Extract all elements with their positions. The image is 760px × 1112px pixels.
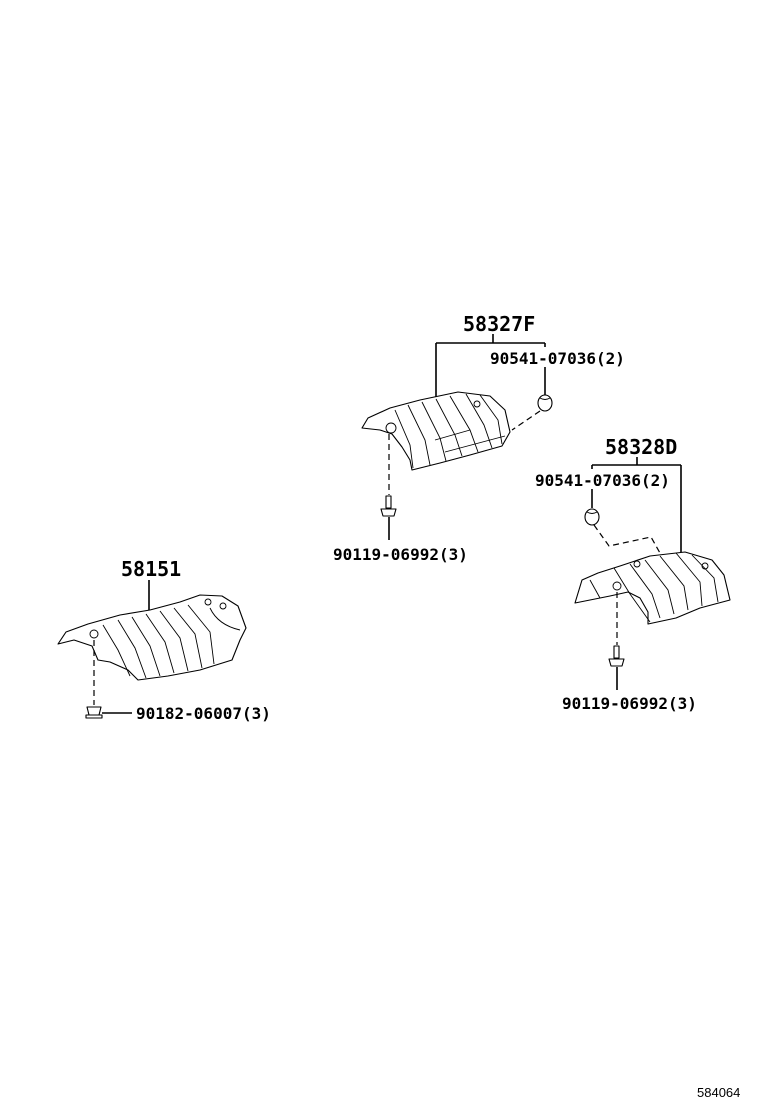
- part-label-90119-06992-a[interactable]: 90119-06992(3): [333, 545, 468, 564]
- grommet-icon[interactable]: [537, 394, 553, 412]
- bolt-icon[interactable]: [608, 645, 625, 667]
- part-label-58327F[interactable]: 58327F: [463, 312, 535, 336]
- heat-shield-58327F[interactable]: [361, 391, 511, 471]
- grommet-icon[interactable]: [584, 508, 600, 526]
- leader-58327F: [435, 334, 546, 398]
- dashed-guide: [593, 524, 661, 554]
- heat-shield-58328D[interactable]: [574, 551, 731, 625]
- part-group-58151: 58151 90182-06007(3): [57, 557, 271, 723]
- heat-shield-58151[interactable]: [57, 594, 247, 681]
- part-group-58328D: 58328D 90541-07036(2) 90119-0: [535, 435, 731, 713]
- bolt-icon[interactable]: [380, 495, 397, 517]
- part-group-58327F: 58327F 90541-07036(2): [333, 312, 625, 564]
- part-label-58328D[interactable]: 58328D: [605, 435, 677, 459]
- dashed-guide: [511, 410, 541, 431]
- nut-icon[interactable]: [85, 706, 103, 719]
- part-label-90182-06007[interactable]: 90182-06007(3): [136, 704, 271, 723]
- part-label-90119-06992-b[interactable]: 90119-06992(3): [562, 694, 697, 713]
- leader-58328D: [591, 457, 682, 552]
- illustration-id: 584064: [697, 1085, 740, 1100]
- part-label-90541-07036-a[interactable]: 90541-07036(2): [490, 349, 625, 368]
- part-label-58151[interactable]: 58151: [121, 557, 181, 581]
- part-label-90541-07036-b[interactable]: 90541-07036(2): [535, 471, 670, 490]
